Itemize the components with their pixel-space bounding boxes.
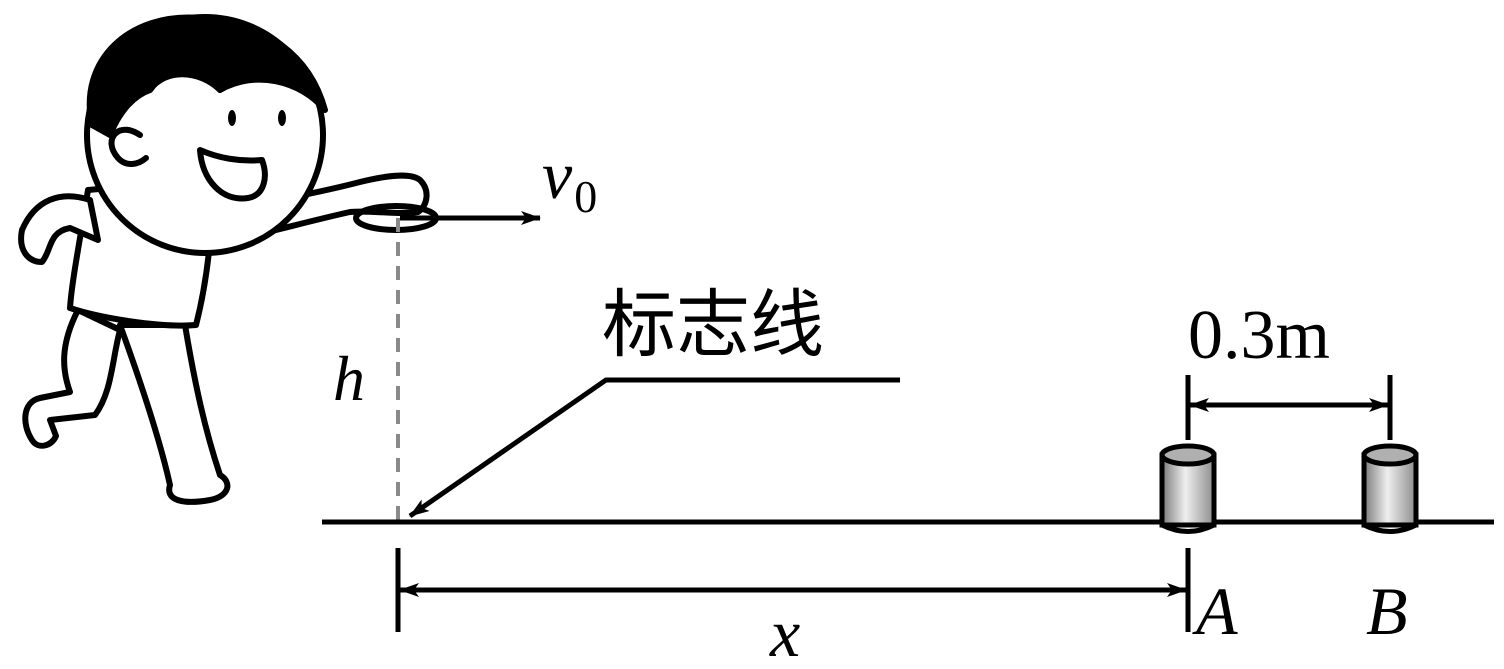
spacing-label: 0.3m <box>1188 297 1330 374</box>
hair <box>86 14 328 138</box>
can-a <box>1159 443 1217 534</box>
distance-label: x <box>769 595 800 669</box>
height-label: h <box>333 343 365 414</box>
marker-line-label: 标志线 <box>602 282 824 368</box>
right-eye <box>278 110 286 126</box>
mouth <box>197 147 268 202</box>
back-leg <box>22 307 123 449</box>
left-eye <box>228 110 236 126</box>
point-a-label: A <box>1192 573 1238 649</box>
front-leg <box>117 322 231 505</box>
ear <box>108 126 149 167</box>
velocity-label: v0 <box>542 137 597 222</box>
point-b-label: B <box>1366 573 1408 649</box>
boy-throwing-figure <box>18 14 430 505</box>
cylinder-can-icon <box>1361 452 1419 528</box>
can-b <box>1361 443 1419 534</box>
marker-leader-line <box>408 377 900 519</box>
back-arm <box>18 193 101 265</box>
